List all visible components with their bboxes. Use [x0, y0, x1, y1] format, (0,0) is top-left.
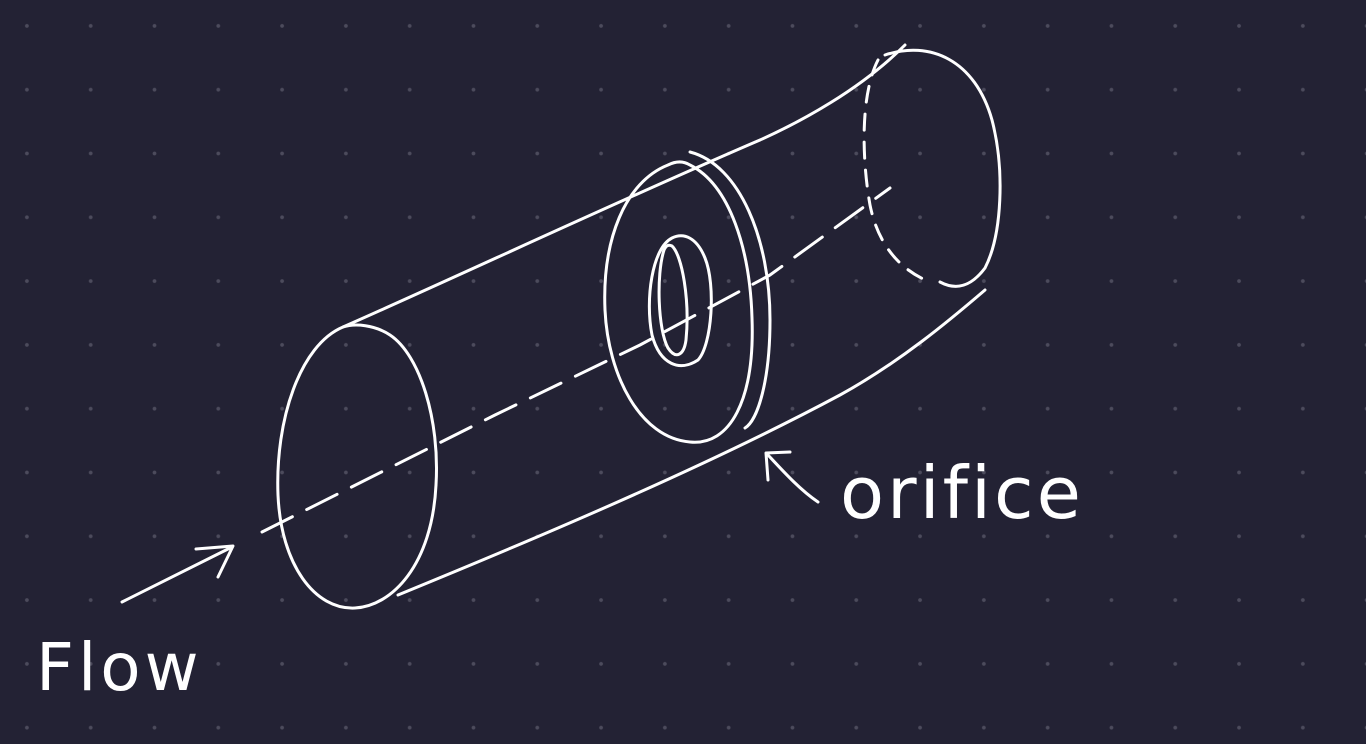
flow-arrow [120, 544, 235, 604]
orifice-plate-rear-edge [688, 150, 772, 430]
orifice-label: orifice [840, 451, 1084, 535]
flow-arrow-shaft [120, 545, 234, 604]
flow-label: Flow [36, 629, 203, 706]
pipe-bottom-edge [396, 288, 987, 597]
pipe [276, 43, 1002, 610]
flow-arrowhead [194, 544, 235, 579]
orifice-pointer-shaft [766, 453, 820, 504]
orifice-plate [603, 150, 772, 444]
pipe-top-edge [341, 43, 907, 329]
orifice-pointer-arrow [764, 450, 820, 504]
orifice-bore-outer [647, 234, 713, 368]
orifice-bore-inner [657, 243, 689, 357]
pipe-outlet-hidden-arc [862, 58, 932, 284]
orifice-pointer-head [764, 450, 792, 482]
pipe-inlet-face [276, 323, 438, 610]
orifice-plate-front-face [603, 160, 754, 444]
pipe-outlet-arc [883, 48, 1002, 288]
pipe-centerline [260, 186, 892, 534]
